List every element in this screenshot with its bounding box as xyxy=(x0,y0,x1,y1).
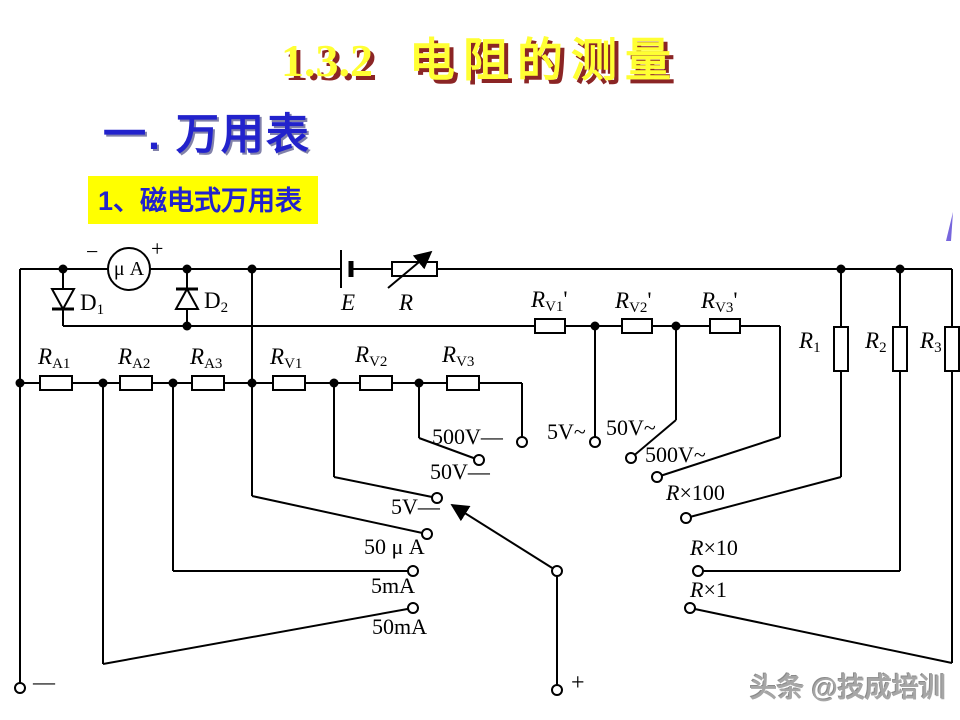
label-r: R xyxy=(399,290,414,315)
label-rv3-prime: RV3' xyxy=(701,288,738,316)
page-title: 1.3.2 电阻的测量 xyxy=(0,24,960,90)
minus-terminal xyxy=(14,682,26,694)
contact-5v-dc xyxy=(431,492,443,504)
section-heading: 一. 万用表 xyxy=(103,111,311,159)
range-500v-dc: 500V— xyxy=(432,424,503,449)
resistor-r1 xyxy=(833,326,849,372)
resistor-ra3 xyxy=(191,375,225,391)
diode-d2 xyxy=(174,286,200,310)
plus-terminal xyxy=(551,684,563,696)
label-rv1-prime: RV1' xyxy=(531,287,568,315)
contact-5ma xyxy=(407,565,419,577)
label-d1: D1 xyxy=(80,290,105,318)
label-rv2: RV2 xyxy=(355,342,388,370)
range-5ma: 5mA xyxy=(371,573,415,598)
resistor-rv3 xyxy=(446,375,480,391)
meter-plus-sign: + xyxy=(151,236,164,261)
range-50ua: 50 μ A xyxy=(364,534,425,559)
label-rv1: RV1 xyxy=(270,344,303,372)
resistor-rv1 xyxy=(272,375,306,391)
contact-50ua xyxy=(421,528,433,540)
title-number: 1.3.2 xyxy=(281,35,373,86)
range-5v-dc: 5V— xyxy=(391,494,440,519)
label-r1: R1 xyxy=(799,328,821,356)
diode-d1 xyxy=(50,288,76,312)
subsection-heading: 1、磁电式万用表 xyxy=(88,176,319,224)
title-text: 电阻的测量 xyxy=(409,34,679,86)
label-ra3: RA3 xyxy=(190,344,223,372)
battery-e xyxy=(340,250,354,288)
range-5v-ac: 5V~ xyxy=(547,419,586,444)
decorative-mark xyxy=(946,212,953,241)
range-50ma: 50mA xyxy=(372,614,427,639)
watermark: 头条 @技成培训 xyxy=(750,673,946,703)
range-50v-dc: 50V— xyxy=(430,459,490,484)
label-e: E xyxy=(341,290,356,315)
resistor-ra1 xyxy=(39,375,73,391)
switch-contacts xyxy=(14,436,704,696)
rheostat-r-body xyxy=(391,261,438,277)
contact-rx1 xyxy=(684,602,696,614)
contact-500v-ac xyxy=(651,471,663,483)
contact-500v-dc xyxy=(516,436,528,448)
rheostat-arrow xyxy=(387,250,433,289)
range-50v-ac: 50V~ xyxy=(606,415,656,440)
minus-terminal-label: — xyxy=(33,669,55,694)
label-d2: D2 xyxy=(204,288,229,316)
label-ra2: RA2 xyxy=(118,344,151,372)
selector-arm xyxy=(450,504,558,572)
microammeter-label: μ A xyxy=(113,258,145,280)
contact-50v-dc xyxy=(473,454,485,466)
label-rv3: RV3 xyxy=(442,342,475,370)
resistor-r3 xyxy=(944,326,960,372)
contact-rx10 xyxy=(692,565,704,577)
range-rx10: R×10 xyxy=(690,535,738,560)
label-r2: R2 xyxy=(865,328,887,356)
label-rv2-prime: RV2' xyxy=(615,288,652,316)
resistor-r2 xyxy=(892,326,908,372)
contact-50ma xyxy=(407,602,419,614)
range-rx100: R×100 xyxy=(666,480,725,505)
resistor-rv2p xyxy=(621,318,653,334)
junction-dots xyxy=(15,264,905,388)
range-500v-ac: 500V~ xyxy=(645,442,706,467)
contact-5v-ac xyxy=(589,436,601,448)
microammeter xyxy=(107,247,151,291)
selector-pivot xyxy=(551,565,563,577)
resistor-rv2 xyxy=(359,375,393,391)
resistor-ra2 xyxy=(119,375,153,391)
contact-50v-ac xyxy=(625,452,637,464)
label-ra1: RA1 xyxy=(38,344,71,372)
label-r3: R3 xyxy=(920,328,942,356)
resistor-rv3p xyxy=(709,318,741,334)
contact-rx100 xyxy=(680,512,692,524)
plus-terminal-label: + xyxy=(571,670,585,696)
resistor-rv1p xyxy=(534,318,566,334)
range-rx1: R×1 xyxy=(690,577,727,602)
meter-minus-sign: − xyxy=(86,239,99,264)
